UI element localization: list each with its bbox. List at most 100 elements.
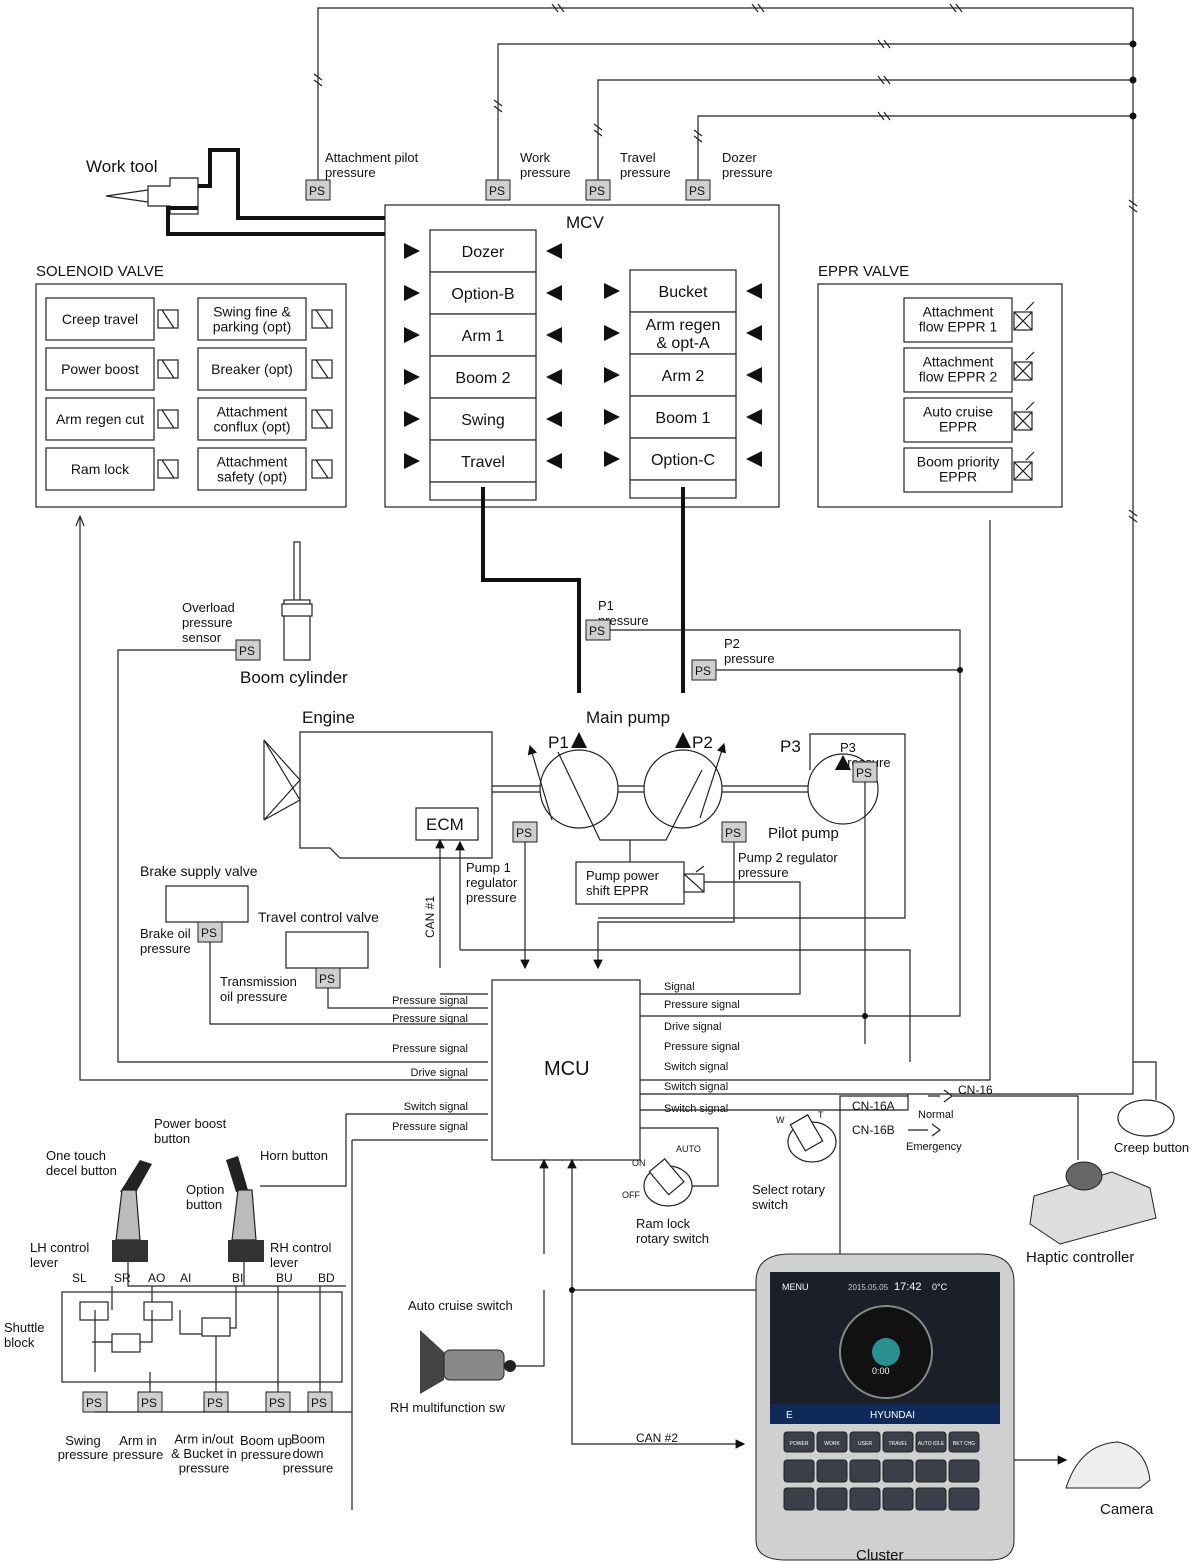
- solenoid-item-label: Arm regen cut: [56, 411, 144, 427]
- cluster-key[interactable]: [816, 1459, 848, 1483]
- solenoid-item: [197, 297, 307, 341]
- cluster-key[interactable]: [948, 1431, 980, 1453]
- mcv-spool-label: Arm regen& opt-A: [646, 317, 721, 352]
- mcu-right-signal: Switch signal: [664, 1061, 728, 1073]
- eppr-item: [903, 347, 1013, 393]
- normal-label: Normal: [918, 1109, 953, 1121]
- eppr-item: [903, 397, 1013, 443]
- svg-text:PS: PS: [269, 1396, 285, 1410]
- shuttle-port: SR: [114, 1271, 131, 1285]
- svg-text:PS: PS: [516, 826, 532, 840]
- svg-text:2015.05.05: 2015.05.05: [848, 1283, 889, 1292]
- cn16-label: CN-16: [958, 1083, 993, 1097]
- mcv-spool-label: Arm 2: [662, 368, 705, 385]
- cluster-key[interactable]: [783, 1487, 815, 1511]
- auto-cruise-switch-label: Auto cruise switch: [408, 1298, 513, 1313]
- svg-text:PS: PS: [589, 184, 605, 198]
- svg-text:PS: PS: [309, 184, 325, 198]
- cluster-key[interactable]: [948, 1459, 980, 1483]
- mcv-spool: [629, 269, 737, 313]
- svg-text:MENU: MENU: [782, 1282, 809, 1292]
- mcv-spool: [429, 397, 537, 441]
- solenoid-item: [45, 447, 155, 491]
- svg-text:0°C: 0°C: [932, 1282, 948, 1292]
- cluster-key[interactable]: [783, 1459, 815, 1483]
- svg-text:E: E: [786, 1410, 793, 1421]
- mcv-spool-label: Bucket: [659, 284, 708, 301]
- svg-text:PS: PS: [856, 766, 872, 780]
- solenoid-item-label: Swing fine &parking (opt): [213, 303, 292, 334]
- cluster-key[interactable]: [783, 1431, 815, 1453]
- svg-text:0:00: 0:00: [872, 1366, 890, 1376]
- mcv-spool-label: Option-C: [651, 452, 715, 469]
- mcv-spool-label: Boom 1: [655, 410, 710, 427]
- mcv-spool: [629, 311, 737, 355]
- solenoid-item-label: Ram lock: [71, 461, 130, 477]
- eppr-item: [903, 297, 1013, 343]
- cluster-key[interactable]: [849, 1487, 881, 1511]
- mcv-spool: [429, 271, 537, 315]
- svg-text:W: W: [776, 1115, 785, 1125]
- cluster-key[interactable]: [882, 1459, 914, 1483]
- haptic-area: CN-16 CN-16A CN-16B Normal Emergency Cre…: [852, 1061, 1189, 1266]
- cluster-key[interactable]: [915, 1459, 947, 1483]
- pilot-pump-label: Pilot pump: [768, 825, 839, 842]
- cluster-key[interactable]: [849, 1459, 881, 1483]
- mcu-right-signal: Drive signal: [664, 1021, 721, 1033]
- cluster-key[interactable]: [849, 1431, 881, 1453]
- boom-cylinder-label: Boom cylinder: [240, 668, 348, 687]
- shuttle-port: BI: [232, 1271, 243, 1285]
- solenoid-item-label: Breaker (opt): [211, 361, 293, 377]
- p3-label: P3: [780, 737, 801, 756]
- cluster-key[interactable]: [882, 1431, 914, 1453]
- can1-label: CAN #1: [423, 896, 437, 938]
- eppr-title: EPPR VALVE: [818, 263, 909, 280]
- cluster-key[interactable]: [816, 1431, 848, 1453]
- cluster-key[interactable]: [948, 1487, 980, 1511]
- cluster-key[interactable]: [882, 1487, 914, 1511]
- cluster-key[interactable]: [816, 1487, 848, 1511]
- cluster-key[interactable]: [915, 1487, 947, 1511]
- mcu-right-signal: Switch signal: [664, 1103, 728, 1115]
- mcv-spool-label: Swing: [461, 412, 505, 429]
- solenoid-item: [197, 447, 307, 491]
- svg-text:OFF: OFF: [622, 1190, 640, 1200]
- mcv-spool: [429, 355, 537, 399]
- mcu-left-signal: Pressure signal: [392, 1043, 468, 1055]
- creep-button-label: Creep button: [1114, 1140, 1189, 1155]
- cluster-key[interactable]: [915, 1431, 947, 1453]
- rh-multifunction-label: RH multifunction sw: [390, 1400, 505, 1415]
- mcv-spool-label: Boom 2: [455, 370, 510, 387]
- cluster: MENU 2015.05.05 17:42 0°C 0:00 E HYUNDAI…: [755, 1253, 1154, 1564]
